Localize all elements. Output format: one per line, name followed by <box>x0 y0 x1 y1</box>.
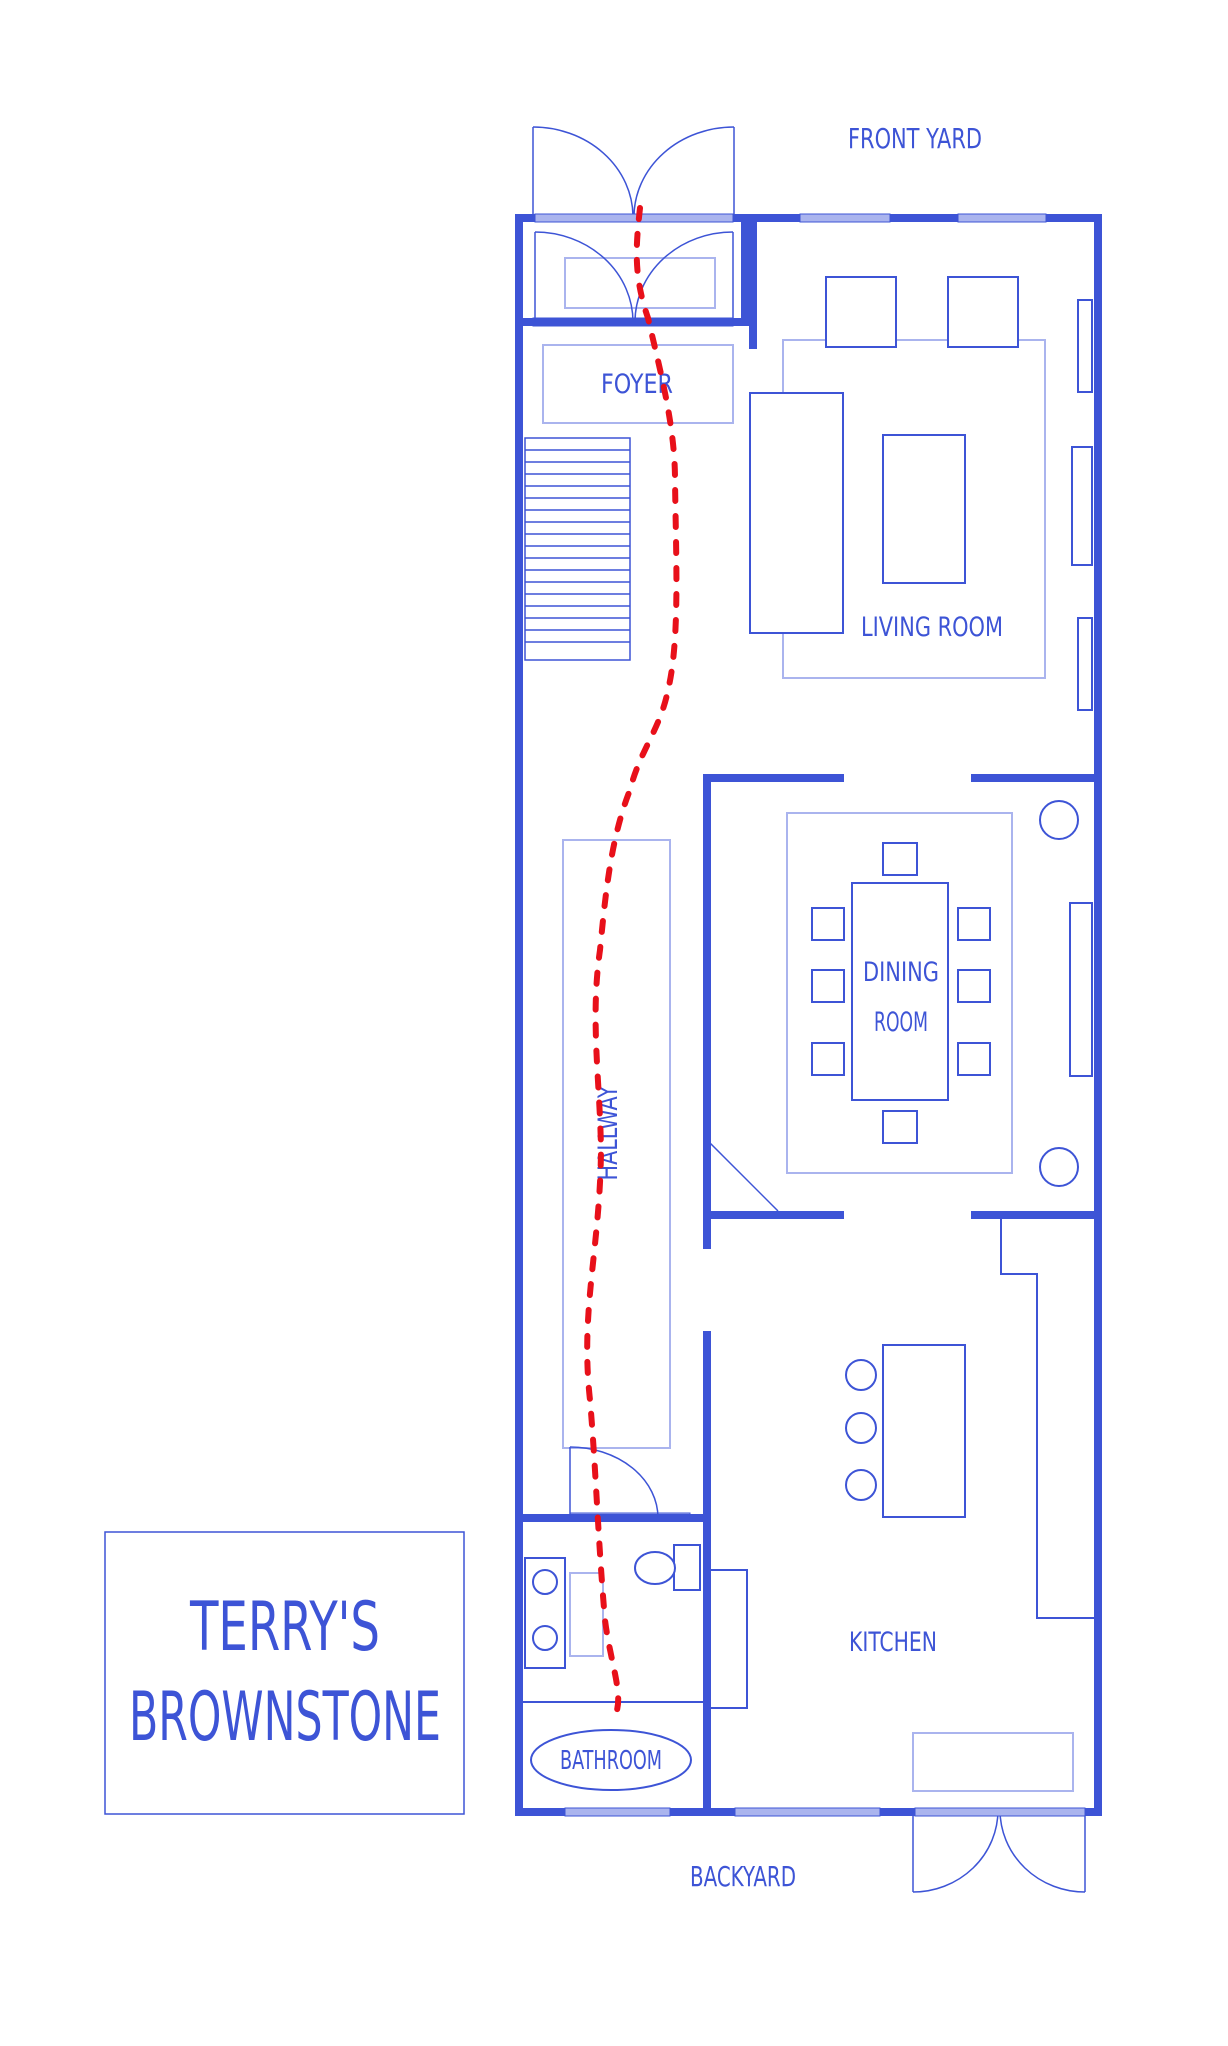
interior-walls <box>515 218 1102 1816</box>
bathroom-label: BATHROOM <box>560 1746 662 1776</box>
back-door <box>912 1809 1086 1893</box>
dining-room-furniture <box>811 800 1093 1187</box>
foyer-bench <box>542 344 734 424</box>
living-room-furniture <box>749 276 1093 711</box>
hallway-runner <box>562 839 671 1449</box>
staircase <box>524 437 631 661</box>
kitchen-mat <box>912 1732 1074 1792</box>
title-line-1: TERRY'S <box>189 1588 380 1667</box>
front-yard-label: FRONT YARD <box>848 122 982 155</box>
dining-label-2: ROOM <box>874 1007 928 1038</box>
dining-label-1: DINING <box>863 957 939 988</box>
title-line-2: BROWNSTONE <box>129 1678 441 1757</box>
foyer-rug <box>564 257 716 309</box>
bathroom-door <box>569 1446 659 1519</box>
walking-path <box>584 205 680 1713</box>
kitchen-stools <box>845 1359 877 1501</box>
kitchen-label: KITCHEN <box>849 1627 937 1658</box>
title-box <box>104 1531 465 1815</box>
front-door <box>532 126 735 217</box>
bath-mat <box>569 1572 604 1657</box>
dining-room-rug <box>786 812 1013 1174</box>
living-room-label: LIVING ROOM <box>861 612 1003 643</box>
kitchen-counters <box>706 1219 1094 1709</box>
backyard-label: BACKYARD <box>690 1860 796 1893</box>
vestibule-door <box>534 231 734 323</box>
bathroom-fixtures <box>523 1544 703 1791</box>
dining-door-swing <box>709 1142 779 1212</box>
